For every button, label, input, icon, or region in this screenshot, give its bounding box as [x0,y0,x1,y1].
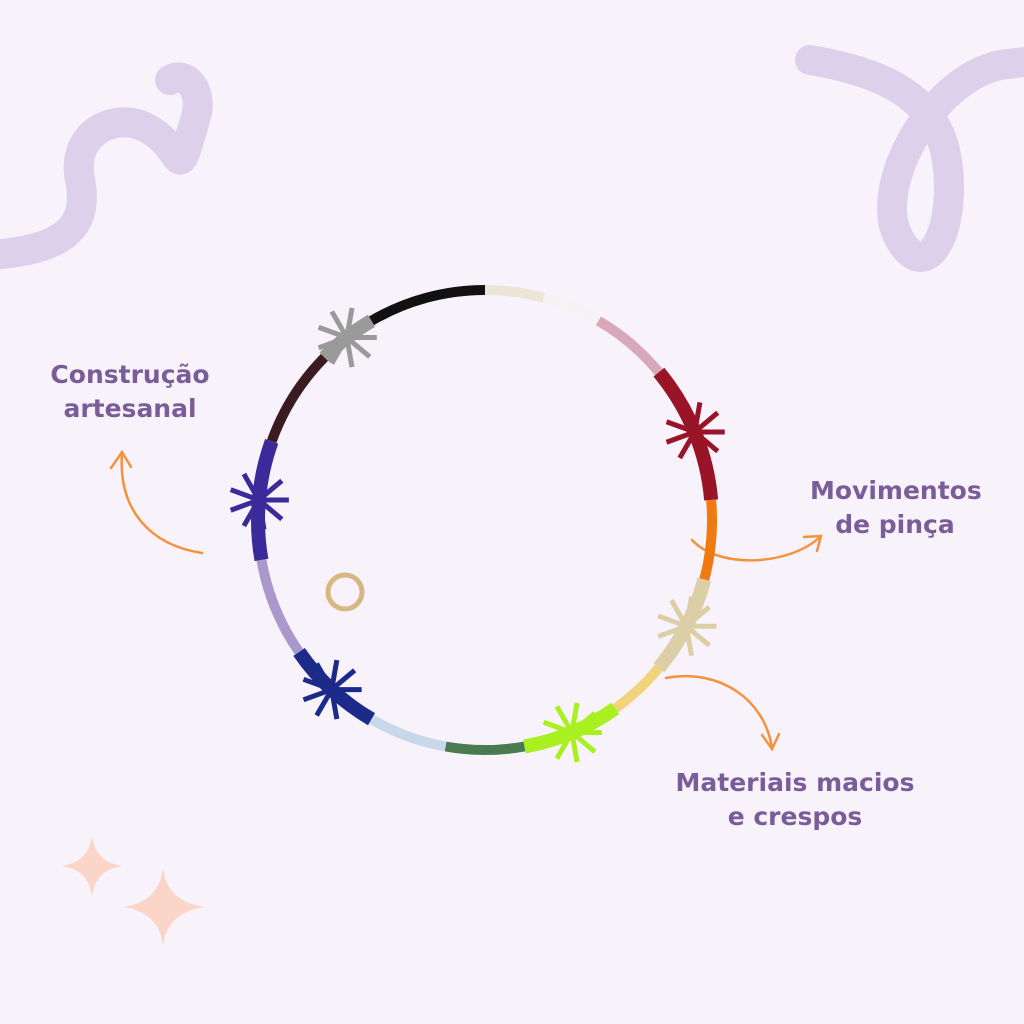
fabric-fringe [329,336,349,365]
fabric-fringe [683,596,695,627]
fabric-fringe [317,324,348,340]
hoop-segment [368,285,486,326]
fabric-fringe [677,404,697,434]
hoop-segment [256,559,304,655]
label-line: Materiais macios [675,768,915,797]
fabric-fringe [344,337,355,368]
label-pinca: Movimentos de pinça [810,474,982,542]
fabric-fringe [330,668,357,692]
label-materiais: Materiais macios e crespos [670,766,920,834]
fabric-fringe [256,469,267,501]
fabric-fringe [657,613,688,629]
fabric-fringe [329,310,349,339]
fabric-fringe [570,730,597,754]
hoop-segment [368,714,447,752]
fabric-fringe [554,705,575,734]
arrow-pinca [690,534,823,562]
fabric-fringe [344,307,355,338]
fabric-fringe [302,687,333,703]
fabric-fringe [677,430,697,460]
fabric-fringe [241,498,262,528]
label-construcao: Construção artesanal [40,358,220,426]
fabric-fringe [314,688,334,717]
hoop-segment [699,499,717,581]
fabric-fringe [542,719,573,735]
hoop-segment [595,316,663,376]
hoop-segment [542,293,602,326]
fabric-fringe [684,624,711,648]
fabric-fringe [229,497,260,513]
fabric-fringe [345,316,372,340]
fabric-fringe [657,623,688,639]
wooden-ring [325,572,365,612]
sparkle-icon [123,868,205,946]
label-line: Construção [50,360,210,389]
squiggle-left [0,62,213,270]
label-line: artesanal [63,394,197,423]
sensory-hoop [229,285,725,763]
fabric-fringe [329,659,340,691]
label-line: Movimentos [810,476,982,505]
fabric-fringe [683,625,695,657]
fabric-fringe [693,410,720,434]
arrow-materiais [664,675,781,752]
fabric-fringe [542,730,573,746]
fabric-fringe [257,498,284,522]
sparkle-icon [62,835,122,897]
hoop-segment [484,285,546,303]
label-line: e crespos [727,802,863,831]
fabric-fringe [684,605,711,629]
fabric-fringe [665,429,696,445]
fabric-fringe [692,431,703,462]
fabric-fringe [302,676,333,692]
fabric-fringe [256,499,267,530]
fabric-fringe [229,487,260,503]
hoop-segment [444,741,526,755]
fabric-fringe [570,711,597,735]
arrow-construcao [109,449,204,555]
fabric-fringe [692,402,703,433]
fabric-fringe [554,731,575,760]
fabric-fringe [665,419,696,435]
fabric-fringe [345,335,372,359]
label-line: de pinça [835,510,955,539]
squiggle-right [795,45,1024,272]
fabric-fringe [569,732,580,763]
fabric-fringe [669,624,689,654]
hoop-segment [266,353,329,444]
fabric-fringe [257,478,284,502]
fabric-fringe [669,598,689,628]
fabric-fringe [693,430,720,454]
fabric-fringe [317,335,348,351]
fabric-fringe [569,702,580,733]
fabric-fringe [330,687,357,711]
hoop-segment [612,664,663,713]
fabric-fringe [314,662,334,691]
fabric-fringe [329,689,340,720]
fabric-fringe [241,472,262,502]
